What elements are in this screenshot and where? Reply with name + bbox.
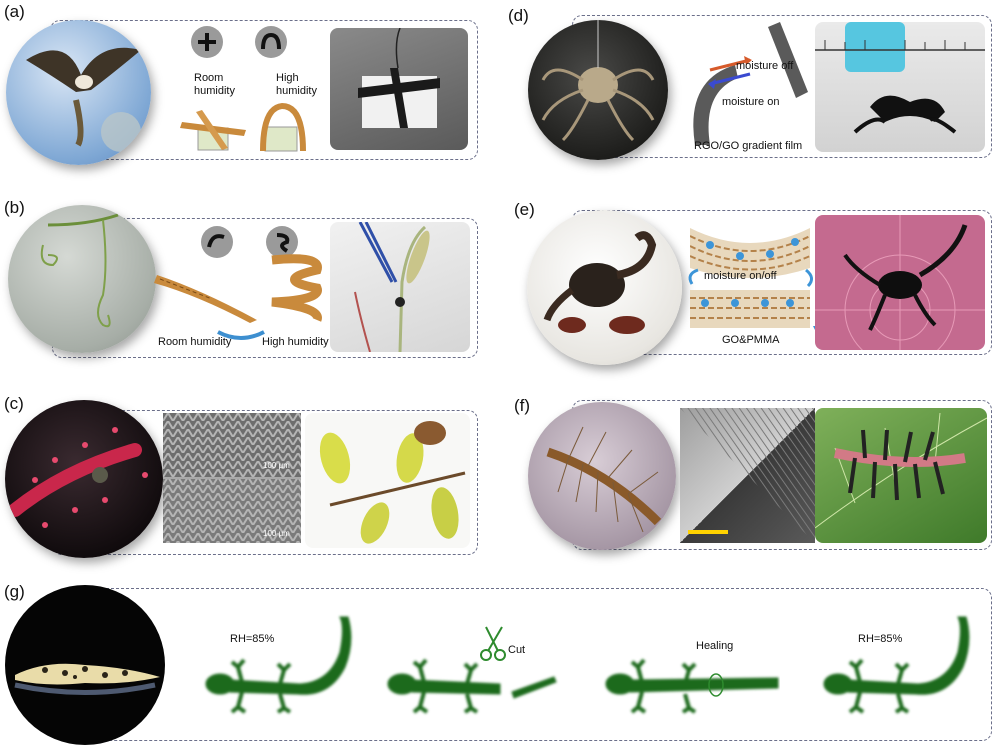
gecko-photo (5, 585, 165, 745)
flat-film-cross-diagram (180, 100, 250, 155)
room-humidity-label-b: Room humidity (158, 336, 232, 348)
film-small-icon-room (190, 25, 224, 59)
panel-a-label: (a) (4, 2, 25, 21)
moisture-onoff-label: moisture on/off (704, 270, 777, 282)
film-small-icon-high (254, 25, 288, 59)
panel-e-photo (815, 215, 985, 350)
panel-g-label: (g) (4, 582, 25, 601)
panel-c-photo (305, 413, 470, 548)
curved-film-diagram (680, 60, 740, 150)
coil-small-icon-room (200, 225, 234, 259)
sundew-photo (5, 400, 163, 558)
gecko-film-restored (808, 612, 993, 717)
scissors-icon (478, 625, 510, 661)
centipede-illustration (546, 426, 662, 533)
scorpion-illustration (543, 231, 657, 334)
panel-e-label: (e) (514, 200, 535, 219)
osprey-illustration (26, 47, 141, 152)
flat-layered-film-diagram (690, 290, 810, 328)
rh-label-1: RH=85% (230, 633, 275, 645)
sem-micrograph: 100 μm 100 μm (163, 413, 301, 543)
moisture-arrows (700, 50, 760, 90)
panel-d-label: (d) (508, 6, 529, 25)
tendril-illustration (40, 213, 119, 328)
helical-strip-diagram (262, 250, 332, 330)
centipede-photo (528, 402, 676, 550)
osprey-photo (6, 20, 151, 165)
sundew-illustration (8, 427, 148, 528)
sem-scale-1: 100 μm (263, 461, 290, 470)
moisture-on-label: moisture on (722, 96, 780, 108)
panel-f-photo (815, 408, 987, 543)
straight-strip-diagram (152, 265, 262, 325)
room-humidity-label-a: Room humidity (194, 72, 235, 97)
moisture-off-label: moisture off (736, 60, 794, 72)
bent-layered-film-diagram (690, 218, 810, 278)
rgo-go-film-label: RGO/GO gradient film (694, 140, 803, 152)
coil-small-icon-high (265, 225, 299, 259)
spider-illustration (541, 20, 655, 142)
panel-b-photo (330, 222, 470, 352)
cut-label: Cut (508, 644, 526, 656)
gecko-illustration (14, 663, 160, 695)
panel-a-photo (330, 28, 468, 150)
panel-b-label: (b) (4, 198, 25, 217)
scorpion-photo (527, 210, 682, 365)
go-pmma-label: GO&PMMA (722, 334, 780, 346)
tendril-photo (8, 205, 156, 353)
gecko-film-cut (372, 632, 562, 722)
flat-gradient-film-diagram (760, 22, 810, 102)
panel-d-photo (815, 22, 985, 152)
rh-label-2: RH=85% (858, 633, 903, 645)
curled-film-diagram (250, 95, 320, 155)
moisture-cycle-arrows (686, 268, 816, 288)
high-humidity-label-b: High humidity (262, 336, 329, 348)
gecko-film-1 (180, 612, 365, 717)
high-humidity-label-a: High humidity (276, 72, 317, 97)
humidity-arrow (216, 328, 266, 344)
striped-micrograph (680, 408, 815, 543)
healing-label: Healing (696, 640, 734, 652)
panel-c-label: (c) (4, 394, 24, 413)
panel-f-label: (f) (514, 396, 531, 415)
sem-scale-2: 100 μm (263, 529, 290, 538)
gecko-film-healing (590, 632, 780, 722)
spider-photo (528, 20, 668, 160)
